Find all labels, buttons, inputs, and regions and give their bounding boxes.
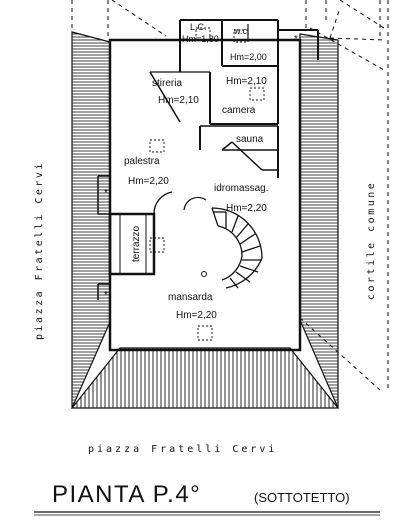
sauna-label: sauna xyxy=(236,134,264,145)
room-labels: L.C. Hm=1,80 w.c. Hm=2,00 stireria Hm=2,… xyxy=(124,22,268,321)
palestra-label: palestra xyxy=(124,156,160,167)
terrazzo-label: terrazzo xyxy=(131,225,142,262)
skylight xyxy=(149,237,165,253)
camera-height: Hm=2,10 xyxy=(226,76,267,87)
outer-wall xyxy=(108,38,302,352)
mansarda-height: Hm=2,20 xyxy=(176,310,217,321)
chimney-marker: * xyxy=(104,290,108,301)
street-label-right: cortile comune xyxy=(366,181,377,300)
stireria-label: stireria xyxy=(152,78,182,89)
walls xyxy=(97,19,319,352)
title-sub: (SOTTOTETTO) xyxy=(254,490,350,505)
mansarda-label: mansarda xyxy=(168,292,213,303)
skylights xyxy=(149,27,265,341)
skylight xyxy=(197,325,213,341)
skylight xyxy=(233,29,249,43)
wc-label: w.c. xyxy=(233,26,250,36)
title-main: PIANTA P.4° xyxy=(52,481,201,508)
chimney-marker: * xyxy=(294,34,298,45)
roof-slopes xyxy=(70,31,340,409)
palestra-height: Hm=2,20 xyxy=(128,176,169,187)
terrazzo-box xyxy=(108,212,156,276)
stireria-height: Hm=2,10 xyxy=(158,95,199,106)
lc-label: L.C. xyxy=(190,22,207,32)
idromassag-height: Hm=2,20 xyxy=(226,203,267,214)
street-label-bottom: piazza Fratelli Cervi xyxy=(88,444,277,455)
skylight xyxy=(149,139,165,153)
camera-label: camera xyxy=(222,105,256,116)
roof-left xyxy=(71,31,111,409)
roof-right xyxy=(299,33,339,409)
roof-bottom xyxy=(70,347,340,409)
wc-height: Hm=2,00 xyxy=(230,52,267,62)
skylight xyxy=(195,27,211,41)
idromassag-label: idromassag. xyxy=(214,183,268,194)
title-block: PIANTA P.4° (SOTTOTETTO) xyxy=(34,481,380,516)
chimney-marker: * xyxy=(104,188,108,199)
spiral-stair xyxy=(201,207,263,289)
lc-height: Hm=1,80 xyxy=(182,34,219,44)
street-labels: piazza Fratelli Cervi cortile comune pia… xyxy=(34,161,377,455)
chimney-markers: * * * xyxy=(104,34,298,301)
street-label-left: piazza Fratelli Cervi xyxy=(34,161,45,340)
skylight xyxy=(249,87,265,101)
